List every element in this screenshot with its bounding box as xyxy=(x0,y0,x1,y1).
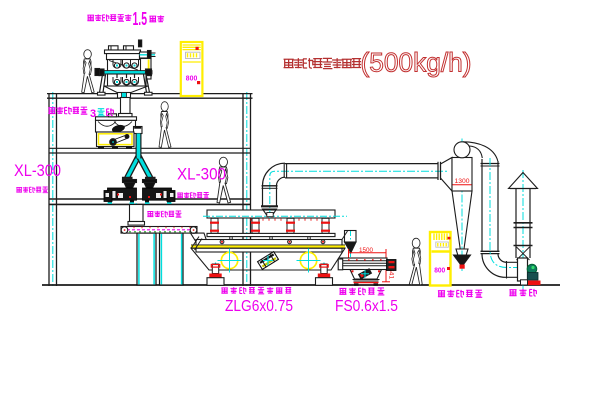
svg-text:3: 3 xyxy=(90,108,96,120)
svg-text:XL-300: XL-300 xyxy=(14,161,61,180)
svg-text:FS0.6x1.5: FS0.6x1.5 xyxy=(335,298,398,315)
svg-text:(500kg/h): (500kg/h) xyxy=(361,48,472,78)
svg-text:XL-300: XL-300 xyxy=(177,165,226,184)
svg-text:800: 800 xyxy=(434,268,445,275)
svg-text:1.5: 1.5 xyxy=(133,9,148,29)
svg-text:ZLG6x0.75: ZLG6x0.75 xyxy=(225,298,293,315)
svg-text:1500: 1500 xyxy=(359,247,374,254)
svg-text:1300: 1300 xyxy=(455,178,470,185)
svg-text:800: 800 xyxy=(186,74,198,83)
svg-text:541: 541 xyxy=(388,268,395,280)
